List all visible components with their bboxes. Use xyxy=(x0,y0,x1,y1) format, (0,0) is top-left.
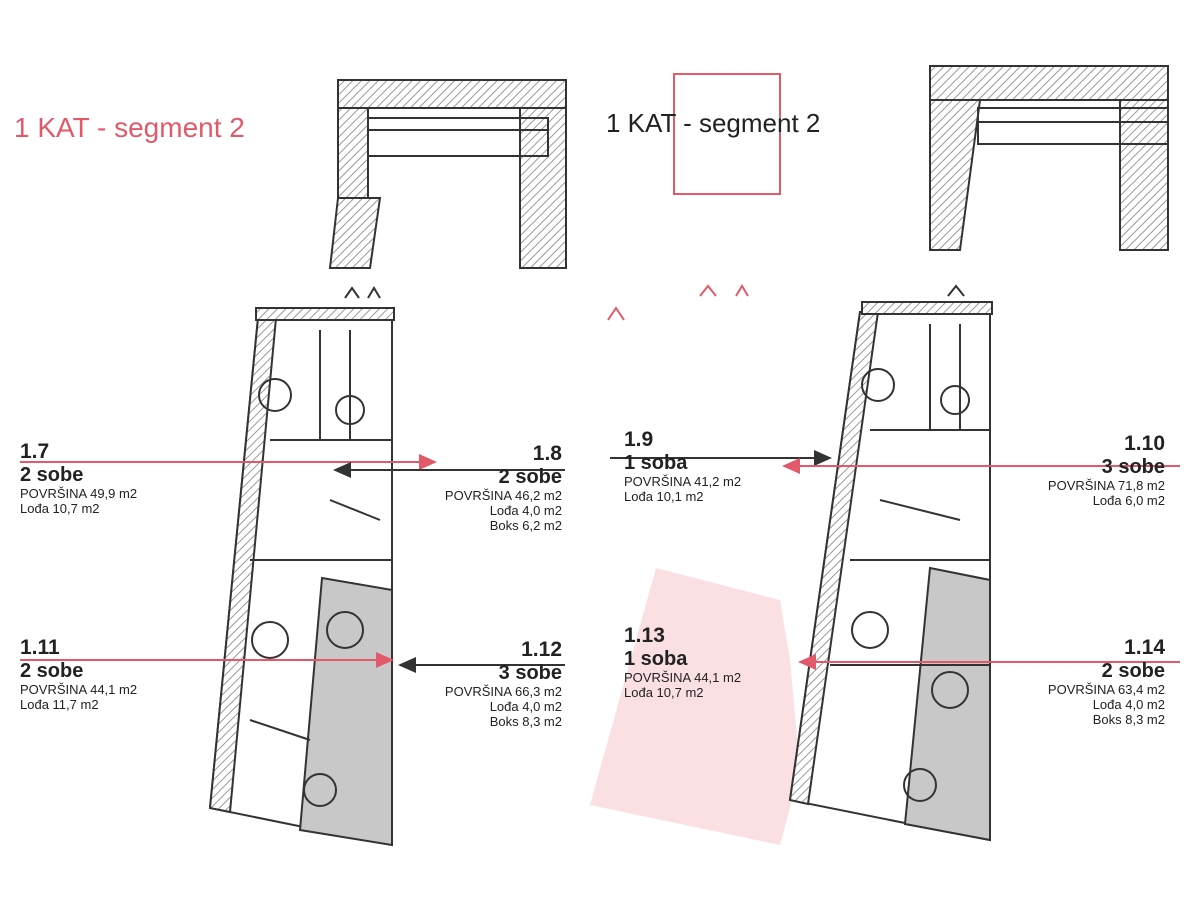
right-shaded-unit xyxy=(903,566,991,842)
unit-label-1-13-selected[interactable]: 1.13 1 soba POVRŠINA 44,1 m2 Lođa 10,7 m… xyxy=(624,624,742,701)
unit-label-1-11[interactable]: 1.11 2 sobe POVRŠINA 44,1 m2 Lođa 11,7 m… xyxy=(20,636,138,713)
unit-type: 2 sobe xyxy=(1101,660,1165,683)
left-shaded-unit xyxy=(298,576,393,847)
unit-type: 1 soba xyxy=(624,648,688,671)
unit-label-1-12[interactable]: 1.12 3 sobe POVRŠINA 66,3 m2 Lođa 4,0 m2… xyxy=(440,638,562,730)
key-plan-frame xyxy=(673,73,781,195)
left-wing xyxy=(20,79,567,847)
unit-label-1-7[interactable]: 1.7 2 sobe POVRŠINA 49,9 m2 Lođa 10,7 m2 xyxy=(20,440,138,517)
key-plan xyxy=(590,73,832,845)
unit-number: 1.12 xyxy=(521,638,562,661)
unit-type: 3 sobe xyxy=(498,662,562,685)
unit-type: 2 sobe xyxy=(20,660,84,683)
unit-number: 1.14 xyxy=(1124,636,1165,659)
selected-unit-highlight xyxy=(590,568,800,845)
unit-number: 1.7 xyxy=(20,440,50,463)
unit-label-1-8[interactable]: 1.8 2 sobe POVRŠINA 46,2 m2 Lođa 4,0 m2 … xyxy=(440,442,562,534)
unit-type: 1 soba xyxy=(624,452,688,475)
unit-type: 2 sobe xyxy=(498,466,562,489)
unit-type: 3 sobe xyxy=(1101,456,1165,479)
unit-number: 1.10 xyxy=(1124,432,1165,455)
segment-heading-key-plan: 1 KAT - segment 2 xyxy=(606,108,821,138)
right-wing xyxy=(782,65,1180,842)
left-main-block xyxy=(208,307,395,847)
unit-number: 1.13 xyxy=(624,624,665,647)
unit-number: 1.11 xyxy=(20,636,60,659)
unit-label-1-9[interactable]: 1.9 1 soba POVRŠINA 41,2 m2 Lođa 10,1 m2 xyxy=(624,428,742,505)
unit-label-1-10[interactable]: 1.10 3 sobe POVRŠINA 71,8 m2 Lođa 6,0 m2 xyxy=(1040,432,1165,509)
unit-label-1-14[interactable]: 1.14 2 sobe POVRŠINA 63,4 m2 Lođa 4,0 m2… xyxy=(1040,636,1165,728)
segment-heading-left: 1 KAT - segment 2 xyxy=(14,112,245,143)
left-top-structure xyxy=(328,79,567,269)
right-top-structure xyxy=(929,65,1169,251)
unit-type: 2 sobe xyxy=(20,464,84,487)
unit-number: 1.9 xyxy=(624,428,654,451)
right-main-block xyxy=(788,301,993,842)
unit-number: 1.8 xyxy=(532,442,562,465)
